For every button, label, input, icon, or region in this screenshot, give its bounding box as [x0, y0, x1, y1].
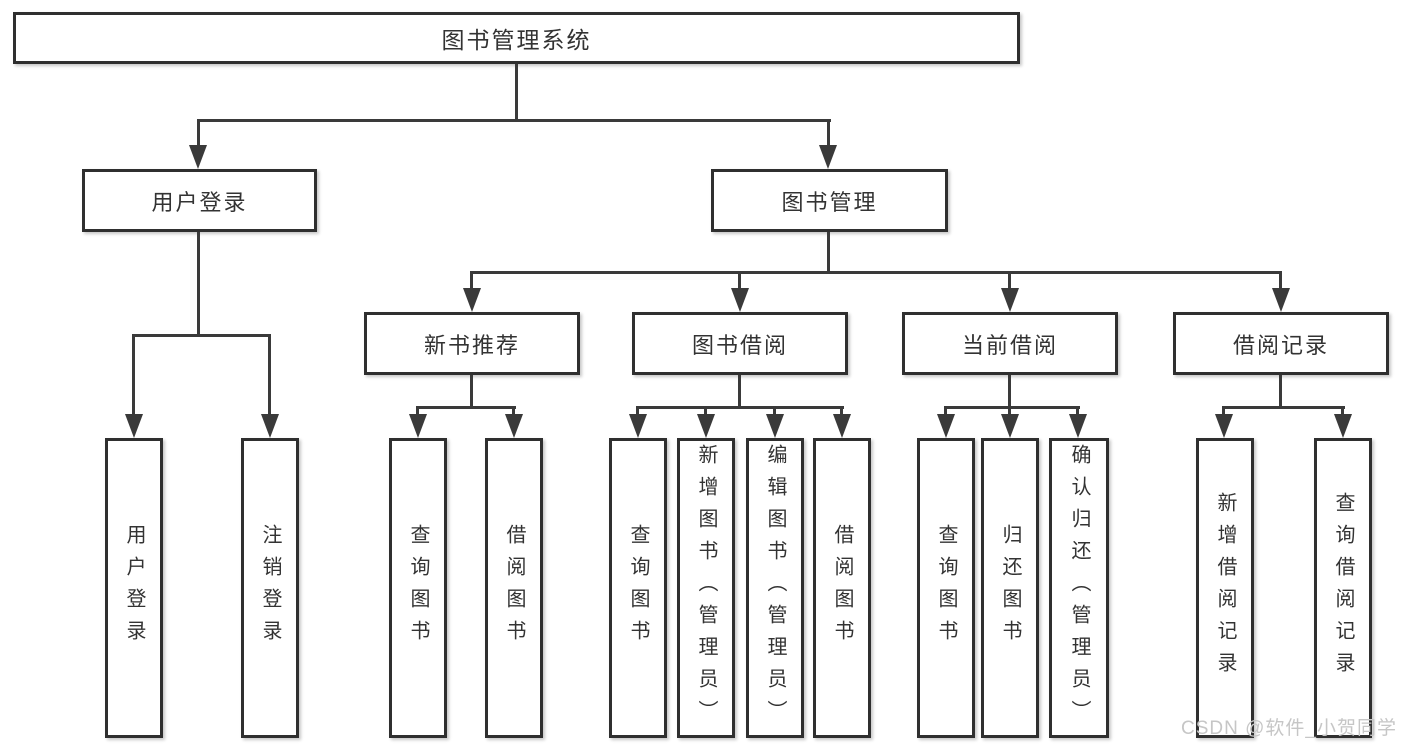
connector-line: [132, 334, 271, 337]
arrow-down-icon: [833, 414, 851, 438]
node-leaf-borrow-books: 借阅图书: [813, 438, 871, 738]
connector-line: [470, 271, 473, 292]
node-user-login: 用户登录: [82, 169, 317, 232]
node-leaf-query-borrow-record: 查询借阅记录: [1314, 438, 1372, 738]
node-leaf-return-books: 归还图书: [981, 438, 1039, 738]
node-leaf-logout: 注销登录: [241, 438, 299, 738]
node-leaf-user-login: 用户登录: [105, 438, 163, 738]
connector-line: [1279, 271, 1282, 292]
leaf-label: 查询图书: [627, 524, 649, 652]
connector-line: [636, 406, 844, 409]
node-current-borrow: 当前借阅: [902, 312, 1118, 375]
connector-line: [1008, 375, 1011, 408]
connector-line: [738, 375, 741, 408]
connector-line: [827, 119, 830, 149]
connector-line: [268, 334, 271, 418]
leaf-label: 新增图书（管理员）: [695, 444, 717, 732]
node-new-book-recommend: 新书推荐: [364, 312, 580, 375]
connector-line: [1008, 406, 1011, 420]
node-leaf-query-books-borrow: 查询图书: [609, 438, 667, 738]
arrow-down-icon: [1334, 414, 1352, 438]
connector-line: [1341, 406, 1344, 420]
node-leaf-query-books-current: 查询图书: [917, 438, 975, 738]
arrow-down-icon: [409, 414, 427, 438]
connector-line: [515, 64, 518, 121]
connector-line: [197, 119, 200, 149]
node-borrow-records: 借阅记录: [1173, 312, 1389, 375]
connector-line: [512, 406, 515, 420]
connector-line: [416, 406, 516, 409]
connector-line: [704, 406, 707, 420]
leaf-label: 查询图书: [407, 524, 429, 652]
connector-line: [827, 232, 830, 274]
node-leaf-add-borrow-record: 新增借阅记录: [1196, 438, 1254, 738]
connector-line: [944, 406, 947, 420]
leaf-label: 借阅图书: [831, 524, 853, 652]
connector-line: [636, 406, 639, 420]
connector-line: [416, 406, 419, 420]
csdn-watermark: CSDN @软件_小贺同学: [1181, 718, 1397, 739]
node-leaf-borrow-books-recommend: 借阅图书: [485, 438, 543, 738]
connector-line: [470, 271, 1282, 274]
arrow-down-icon: [731, 288, 749, 312]
arrow-down-icon: [819, 145, 837, 169]
leaf-label: 查询图书: [935, 524, 957, 652]
arrow-down-icon: [1001, 414, 1019, 438]
connector-line: [773, 406, 776, 420]
connector-line: [1279, 375, 1282, 408]
connector-line: [840, 406, 843, 420]
arrow-down-icon: [125, 414, 143, 438]
arrow-down-icon: [189, 145, 207, 169]
connector-line: [1008, 271, 1011, 292]
leaf-label: 编辑图书（管理员）: [764, 444, 786, 732]
arrow-down-icon: [697, 414, 715, 438]
arrow-down-icon: [766, 414, 784, 438]
node-book-borrow: 图书借阅: [632, 312, 848, 375]
arrow-down-icon: [1001, 288, 1019, 312]
leaf-label: 查询借阅记录: [1332, 492, 1354, 684]
node-book-management: 图书管理: [711, 169, 948, 232]
node-library-management-system: 图书管理系统: [13, 12, 1020, 64]
leaf-label: 借阅图书: [503, 524, 525, 652]
node-leaf-query-books-recommend: 查询图书: [389, 438, 447, 738]
leaf-label: 确认归还（管理员）: [1068, 444, 1090, 732]
connector-line: [132, 334, 135, 418]
arrow-down-icon: [505, 414, 523, 438]
node-leaf-add-books-admin: 新增图书（管理员）: [677, 438, 735, 738]
node-leaf-edit-books-admin: 编辑图书（管理员）: [746, 438, 804, 738]
arrow-down-icon: [629, 414, 647, 438]
arrow-down-icon: [1272, 288, 1290, 312]
arrow-down-icon: [937, 414, 955, 438]
node-leaf-confirm-return-admin: 确认归还（管理员）: [1049, 438, 1109, 738]
arrow-down-icon: [1215, 414, 1233, 438]
leaf-label: 注销登录: [259, 524, 281, 652]
connector-line: [1076, 406, 1079, 420]
arrow-down-icon: [463, 288, 481, 312]
arrow-down-icon: [1069, 414, 1087, 438]
connector-line: [470, 375, 473, 408]
connector-line: [1222, 406, 1345, 409]
connector-line: [1222, 406, 1225, 420]
connector-line: [944, 406, 1080, 409]
arrow-down-icon: [261, 414, 279, 438]
connector-line: [197, 232, 200, 337]
connector-line: [738, 271, 741, 292]
leaf-label: 用户登录: [123, 524, 145, 652]
connector-line: [197, 119, 831, 122]
leaf-label: 新增借阅记录: [1214, 492, 1236, 684]
leaf-label: 归还图书: [999, 524, 1021, 652]
